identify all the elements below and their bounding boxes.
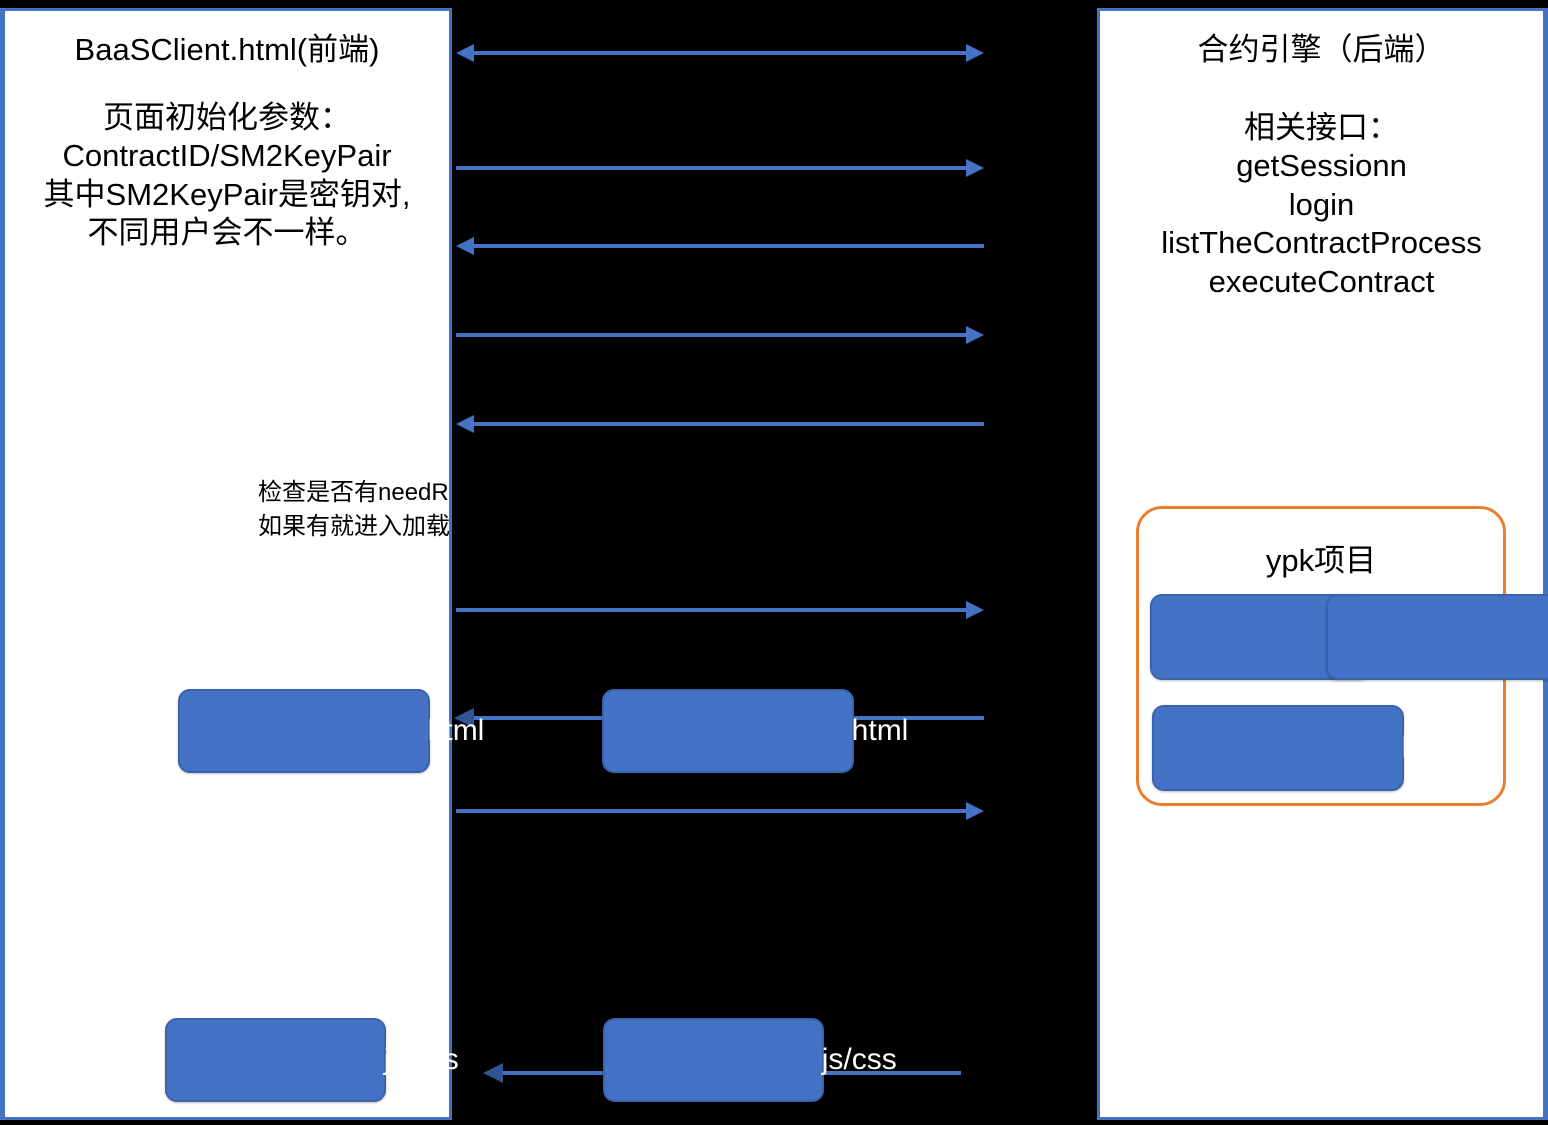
left-body-line-4: 不同用户会不一样。 — [87, 215, 367, 251]
node-middle-html[interactable]: html — [602, 689, 908, 773]
node-middle-jscss[interactable]: js/css — [603, 1018, 897, 1102]
right-body-line-5: executeContract — [1208, 263, 1435, 299]
middle-note-text: 检查是否有needR 如果有就进入加载 — [258, 476, 450, 544]
node-left-html[interactable]: html — [178, 689, 484, 773]
right-body-line-4: listTheContractProcess — [1161, 225, 1482, 261]
right-panel-body: 相关接口： getSessionn login listTheContractP… — [1100, 109, 1543, 301]
middle-note-line-2: 如果有就进入加载 — [258, 513, 450, 541]
left-panel-body: 页面初始化参数： ContractID/SM2KeyPair 其中SM2KeyP… — [5, 99, 449, 253]
node-middle-jscss-label: js/css — [821, 1043, 897, 1076]
left-body-line-1: 页面初始化参数： — [103, 100, 351, 135]
node-ypk-html-label: html — [1401, 731, 1459, 764]
middle-note-line-1: 检查是否有needR — [258, 479, 449, 506]
right-body-line-3: login — [1288, 186, 1355, 222]
right-panel-title: 合约引擎（后端） — [1197, 32, 1446, 67]
node-left-jscss-label: js/css — [383, 1043, 459, 1076]
node-left-html-label: html — [427, 714, 485, 747]
left-body-line-3: 其中SM2KeyPair是密钥对, — [43, 176, 411, 212]
right-body-line-1: 相关接口： — [1244, 110, 1399, 145]
node-left-jscss[interactable]: js/css — [165, 1018, 459, 1102]
middle-channel-panel — [452, 0, 1097, 1125]
node-middle-html-label: html — [851, 714, 909, 747]
left-panel-frontend: BaaSClient.html(前端) 页面初始化参数： ContractID/… — [0, 8, 452, 1120]
left-body-line-2: ContractID/SM2KeyPair — [62, 138, 392, 174]
node-ypk-html[interactable]: html — [1152, 705, 1458, 791]
left-panel-title: BaaSClient.html(前端) — [74, 32, 380, 67]
ypk-project-title: ypk项目 — [1265, 543, 1377, 578]
node-ypk-yjs[interactable]: yjs — [1326, 594, 1548, 680]
right-body-line-2: getSessionn — [1236, 148, 1407, 184]
